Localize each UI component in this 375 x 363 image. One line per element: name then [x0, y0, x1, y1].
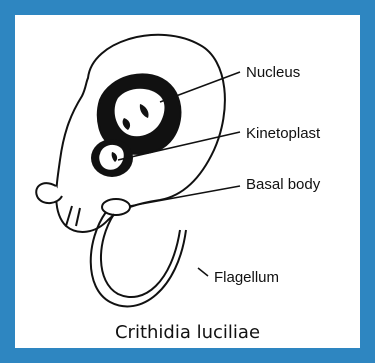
diagram-caption: Crithidia luciliae	[0, 324, 375, 342]
flagellum-inner	[101, 214, 180, 297]
label-nucleus: Nucleus	[246, 65, 300, 80]
label-kinetoplast: Kinetoplast	[246, 126, 320, 141]
label-flagellum: Flagellum	[214, 270, 279, 285]
label-basal-body: Basal body	[246, 177, 320, 192]
leader-flagellum	[198, 268, 208, 276]
